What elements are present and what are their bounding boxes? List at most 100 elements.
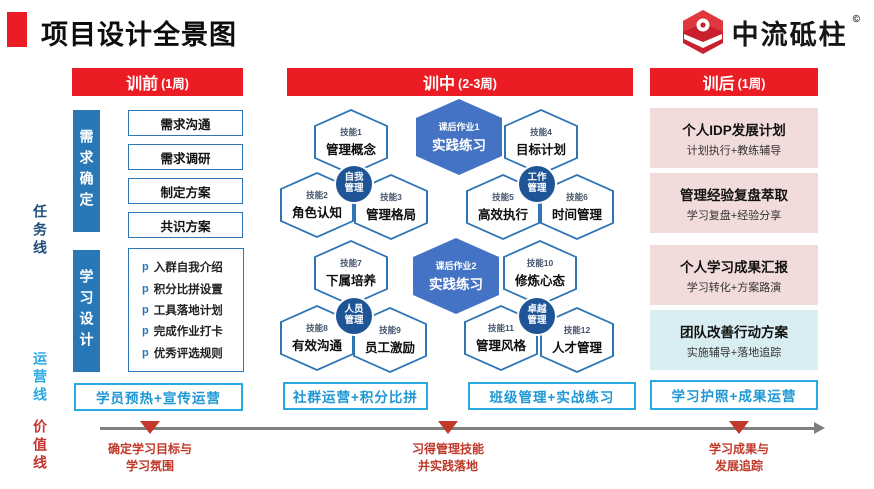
skill-hexagon: 技能11 管理风格: [464, 305, 538, 371]
list-item-label: 积分比拼设置: [153, 283, 223, 296]
skill-title: 管理风格: [475, 339, 526, 353]
phase-title: 训后: [702, 76, 735, 93]
skill-title: 下属培养: [325, 274, 376, 288]
block-title: 个人学习成果汇报: [680, 259, 788, 275]
category-badge-work-management: 工作管理: [517, 164, 557, 204]
post-block: 管理经验复盘萃取 学习复盘+经验分享: [650, 173, 818, 233]
block-title: 管理经验复盘萃取: [680, 187, 788, 203]
brand-name: 中流砥柱: [731, 19, 848, 50]
rail-value-line: 价值线: [32, 419, 48, 473]
skill-tag: 技能9: [379, 325, 401, 335]
block-title: 团队改善行动方案: [680, 324, 788, 340]
assignment-title: 实践练习: [429, 277, 483, 292]
category-badge-people-management: 人员管理: [334, 296, 374, 336]
phase-duration: (1周): [161, 76, 189, 91]
hexagon-brand-icon: [682, 10, 723, 54]
block-title: 个人IDP发展计划: [682, 122, 786, 138]
post-block: 团队改善行动方案 实施辅导+落地追踪: [650, 310, 818, 370]
title-accent-square: [7, 12, 27, 47]
bullet-icon: p: [142, 325, 149, 338]
phase-header-post: 训后 (1周): [650, 68, 818, 96]
demand-item: 需求沟通: [128, 110, 243, 136]
skill-title: 高效执行: [477, 208, 528, 222]
skill-tag: 技能11: [488, 323, 514, 333]
skill-title: 修炼心态: [514, 274, 565, 288]
skill-tag: 技能2: [306, 190, 328, 200]
ops-bar-mid-class: 班级管理+实战练习: [468, 382, 636, 410]
list-item: p 积分比拼设置: [142, 281, 241, 297]
phase-header-mid: 训中 (2-3周): [287, 68, 633, 96]
skill-title: 时间管理: [551, 208, 602, 222]
skill-title: 角色认知: [291, 206, 342, 220]
list-item-label: 优秀评选规则: [153, 347, 223, 360]
timeline-marker-icon: [140, 421, 160, 434]
skill-tag: 技能8: [306, 323, 328, 333]
tab-learning-design: 学习设计: [73, 250, 100, 372]
skill-hexagon: 技能10 修炼心态: [503, 240, 577, 306]
learning-design-list: p 入群自我介绍 p 积分比拼设置 p 工具落地计划 p 完成作业打卡 p 优秀…: [128, 248, 244, 372]
category-badge-self-management: 自我管理: [334, 164, 374, 204]
skill-tag: 技能6: [566, 192, 588, 202]
skill-title: 管理概念: [325, 143, 376, 157]
rail-task-line: 任务线: [32, 204, 48, 258]
assignment-tag: 课后作业1: [438, 122, 480, 132]
skill-title: 有效沟通: [291, 339, 342, 353]
page-title: 项目设计全景图: [41, 20, 237, 50]
block-subtitle: 学习转化+方案路演: [686, 281, 782, 294]
copyright-mark: ©: [852, 14, 860, 25]
block-subtitle: 学习复盘+经验分享: [686, 209, 782, 222]
skill-tag: 技能5: [492, 192, 514, 202]
skill-title: 目标计划: [515, 143, 566, 157]
ops-bar-pre: 学员预热+宣传运营: [74, 383, 243, 411]
skill-tag: 技能10: [526, 258, 554, 268]
phase-header-pre: 训前 (1周): [72, 68, 243, 96]
demand-item: 需求调研: [128, 144, 243, 170]
skill-title: 管理格局: [365, 208, 416, 222]
skill-title: 人才管理: [551, 341, 602, 355]
timeline-marker-icon: [729, 421, 749, 434]
block-subtitle: 计划执行+教练辅导: [686, 144, 782, 157]
timeline-milestone-label: 确定学习目标与 学习氛围: [107, 442, 192, 473]
timeline-milestone-label: 习得管理技能 并实践落地: [411, 442, 484, 473]
demand-item: 共识方案: [128, 212, 243, 238]
assignment-title: 实践练习: [432, 138, 486, 153]
timeline-milestone-label: 学习成果与 发展追踪: [708, 442, 769, 473]
ops-bar-mid-community: 社群运营+积分比拼: [283, 382, 428, 410]
assignment-hexagon: 课后作业2 实践练习: [413, 238, 499, 314]
brand-logo: 中流砥柱 ©: [679, 8, 860, 56]
timeline-arrowhead-icon: [814, 422, 825, 434]
timeline-axis: [100, 427, 816, 430]
bullet-icon: p: [142, 261, 149, 274]
skill-hexagon: 技能7 下属培养: [314, 240, 388, 306]
assignment-hexagon: 课后作业1 实践练习: [416, 99, 502, 175]
skill-tag: 技能3: [380, 192, 402, 202]
skill-tag: 技能1: [340, 127, 362, 137]
list-item: p 工具落地计划: [142, 302, 241, 318]
skill-tag: 技能12: [563, 325, 591, 335]
assignment-tag: 课后作业2: [435, 261, 477, 271]
tab-demand-confirm: 需求确定: [73, 110, 100, 232]
list-item-label: 完成作业打卡: [153, 326, 223, 339]
phase-duration: (1周): [737, 76, 766, 91]
skill-hexagon: 技能3 管理格局: [354, 174, 428, 240]
skill-tag: 技能4: [530, 127, 552, 137]
list-item: p 优秀评选规则: [142, 345, 241, 361]
post-block: 个人学习成果汇报 学习转化+方案路演: [650, 245, 818, 305]
list-item: p 入群自我介绍: [142, 259, 241, 275]
list-item: p 完成作业打卡: [142, 323, 241, 339]
phase-title: 训中: [423, 76, 456, 93]
block-subtitle: 实施辅导+落地追踪: [686, 346, 782, 359]
skill-tag: 技能7: [340, 258, 362, 268]
bullet-icon: p: [142, 303, 149, 316]
skill-title: 员工激励: [364, 341, 415, 355]
demand-item: 制定方案: [128, 178, 243, 204]
ops-bar-post: 学习护照+成果运营: [650, 380, 818, 410]
phase-title: 训前: [126, 76, 159, 93]
rail-operations-line: 运营线: [32, 351, 48, 405]
list-item-label: 入群自我介绍: [153, 262, 223, 275]
skill-hexagon: 技能1 管理概念: [314, 109, 388, 175]
bullet-icon: p: [142, 346, 149, 359]
phase-duration: (2-3周): [458, 76, 497, 91]
list-item-label: 工具落地计划: [153, 304, 223, 317]
